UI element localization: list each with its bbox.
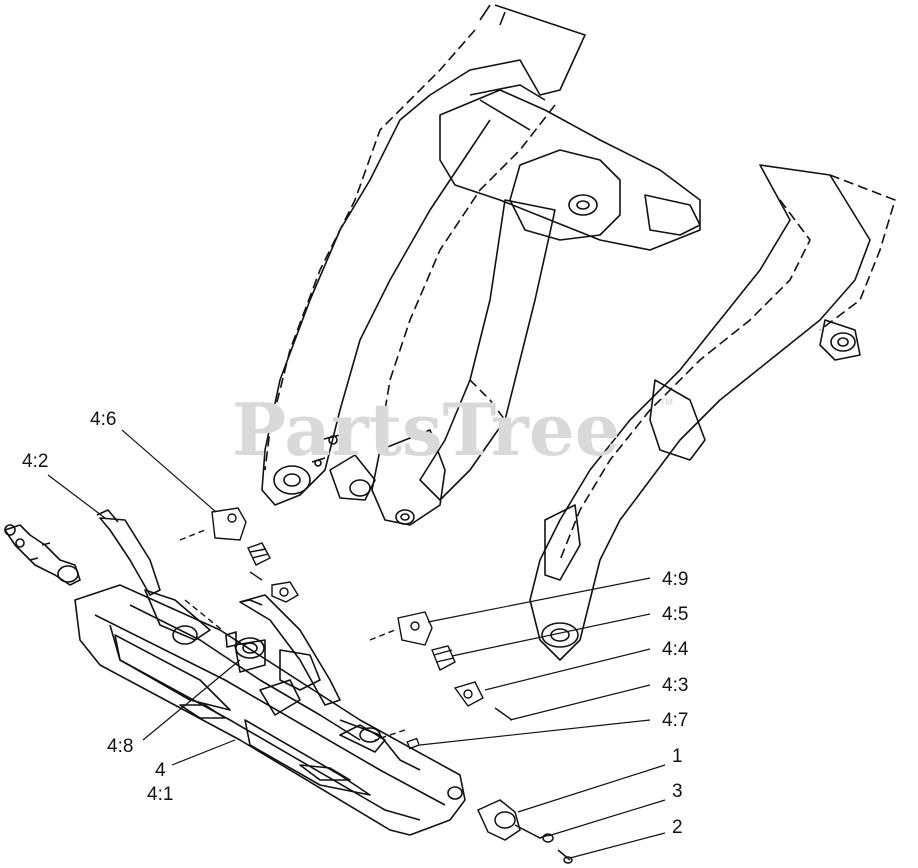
callout-4-2: 4:2 xyxy=(22,451,48,472)
leader-4-9 xyxy=(427,577,651,623)
callout-4-8: 4:8 xyxy=(107,736,133,757)
lift-arm-assembly xyxy=(261,4,896,661)
leader-4-5 xyxy=(451,613,651,657)
callout-4: 4 xyxy=(155,760,166,781)
callout-4-1: 4:1 xyxy=(147,784,173,805)
latch-hardware-upper xyxy=(179,507,299,631)
leader-4-2 xyxy=(47,474,106,519)
leader-3 xyxy=(547,799,666,837)
callout-1: 1 xyxy=(672,746,683,767)
leader-4 xyxy=(171,739,236,766)
callout-4-6: 4:6 xyxy=(90,409,116,430)
leader-4-8 xyxy=(142,659,241,741)
callout-4-4: 4:4 xyxy=(662,639,689,660)
leader-4-7 xyxy=(419,719,651,746)
leader-4-3 xyxy=(509,684,651,721)
latch-hardware-right xyxy=(369,611,513,750)
callout-labels: 4:6 4:2 4:9 4:5 4:4 4:3 4:7 4:8 4 4:1 1 … xyxy=(22,409,689,838)
callout-3: 3 xyxy=(672,781,683,802)
callout-4-5: 4:5 xyxy=(662,604,688,625)
callout-4-9: 4:9 xyxy=(662,569,688,590)
callout-2: 2 xyxy=(672,817,683,838)
leader-1 xyxy=(517,764,666,813)
leader-4-4 xyxy=(484,648,651,691)
leader-2 xyxy=(569,832,666,859)
watermark-trademark: TM xyxy=(660,397,673,407)
leader-lines xyxy=(47,429,666,859)
watermark-text: PartsTree xyxy=(232,387,620,472)
watermark: PartsTree TM xyxy=(232,387,673,472)
callout-4-3: 4:3 xyxy=(662,675,688,696)
leader-4-6 xyxy=(121,429,217,513)
callout-4-7: 4:7 xyxy=(662,710,688,731)
hitch-assembly xyxy=(4,509,466,836)
pivot-pin-parts xyxy=(477,799,573,864)
